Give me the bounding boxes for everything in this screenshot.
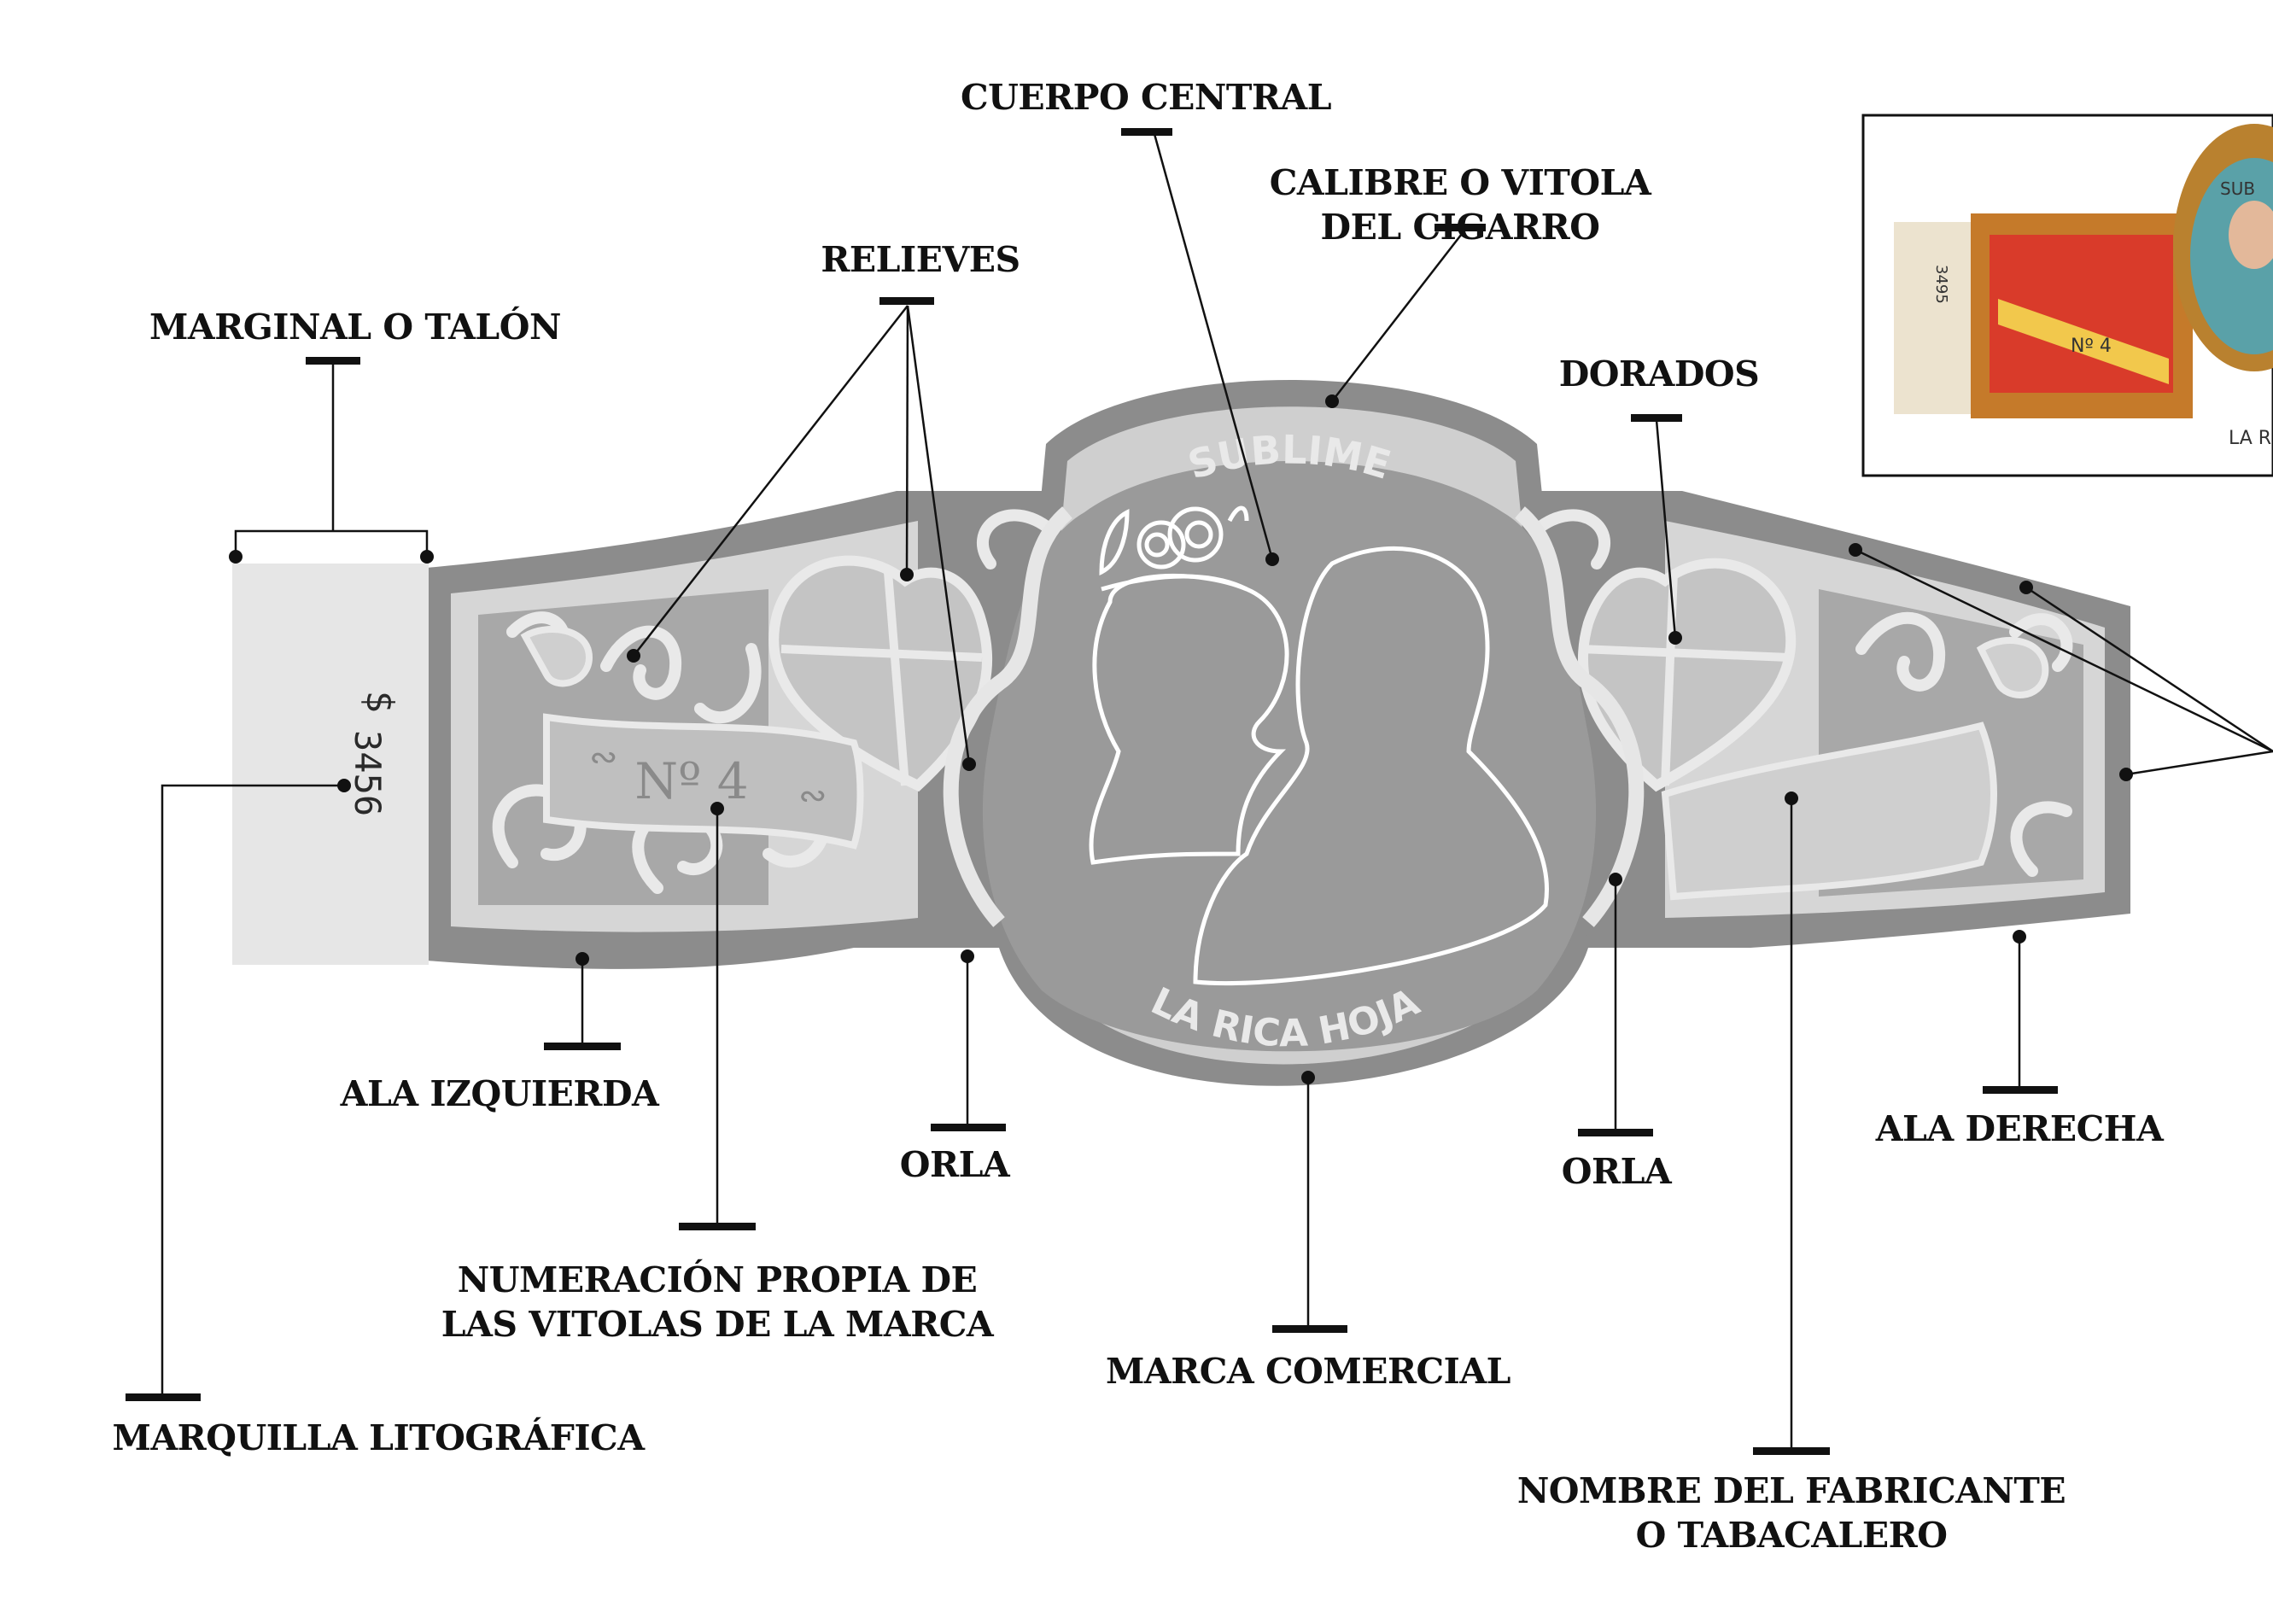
thumb-number-text: Nº 4 — [2071, 336, 2112, 357]
callout-labels: CUERPO CENTRAL CALIBRE O VITOLA DEL CIGA… — [112, 77, 2165, 1556]
label-fabricante-line2: O TABACALERO — [1636, 1515, 1948, 1556]
label-calibre-line2: DEL CIGARRO — [1321, 207, 1600, 248]
thumb-bottom-text: LA RI — [2229, 428, 2273, 449]
scroll-right — [1976, 637, 2049, 698]
orla-frame-right — [1514, 506, 1645, 927]
ribbon-swirl-left: ∾ — [589, 738, 618, 777]
label-cuerpo-central: CUERPO CENTRAL — [961, 77, 1331, 118]
label-numeracion-line1: NUMERACIÓN PROPIA DE — [458, 1259, 978, 1300]
band-number-text: Nº 4 — [634, 752, 748, 810]
label-marquilla: MARQUILLA LITOGRÁFICA — [112, 1417, 646, 1458]
relief-heart-right — [1577, 558, 1797, 792]
marginal-tab — [232, 564, 429, 965]
label-bars — [126, 128, 2058, 1455]
portrait-silhouettes — [1089, 546, 1549, 986]
label-marginal: MARGINAL O TALÓN — [149, 306, 561, 348]
marquilla-code-number: 3456 — [347, 730, 389, 816]
cigar-band: SUBLIME LA RICA HOJA Nº 4 ∾ ∾ $ 3456 — [232, 380, 2130, 1086]
label-fabricante-line1: NOMBRE DEL FABRICANTE — [1517, 1470, 2066, 1511]
label-numeracion-line2: LAS VITOLAS DE LA MARCA — [441, 1304, 995, 1345]
thumb-top-text: SUB — [2220, 178, 2255, 199]
label-orla-right: ORLA — [1562, 1151, 1673, 1192]
relief-heart-left — [768, 555, 993, 792]
marquilla-code-symbol: $ — [358, 691, 401, 714]
orla-frame-left — [943, 506, 1073, 927]
ribbon-right — [1661, 721, 1997, 901]
ribbon-left — [543, 713, 864, 850]
reference-thumbnail: Nº 4 SUB LA RI 3495 — [1861, 114, 2273, 477]
scroll-left — [520, 626, 593, 687]
label-marca-comercial: MARCA COMERCIAL — [1106, 1351, 1510, 1392]
tiara-flowers — [1099, 505, 1249, 592]
label-ala-derecha: ALA DERECHA — [1875, 1108, 2165, 1149]
label-dorados: DORADOS — [1559, 353, 1760, 394]
ribbon-swirl-right: ∾ — [798, 776, 827, 815]
leader-dots — [229, 394, 2133, 1084]
leader-lines — [161, 133, 2273, 1452]
thumb-code-text: 3495 — [1932, 265, 1950, 304]
label-orla-left: ORLA — [900, 1144, 1011, 1185]
label-calibre-line1: CALIBRE O VITOLA — [1270, 162, 1652, 203]
label-ala-izquierda: ALA IZQUIERDA — [340, 1073, 660, 1114]
marquilla-code: $ 3456 — [347, 691, 401, 817]
label-relieves: RELIEVES — [821, 239, 1020, 280]
